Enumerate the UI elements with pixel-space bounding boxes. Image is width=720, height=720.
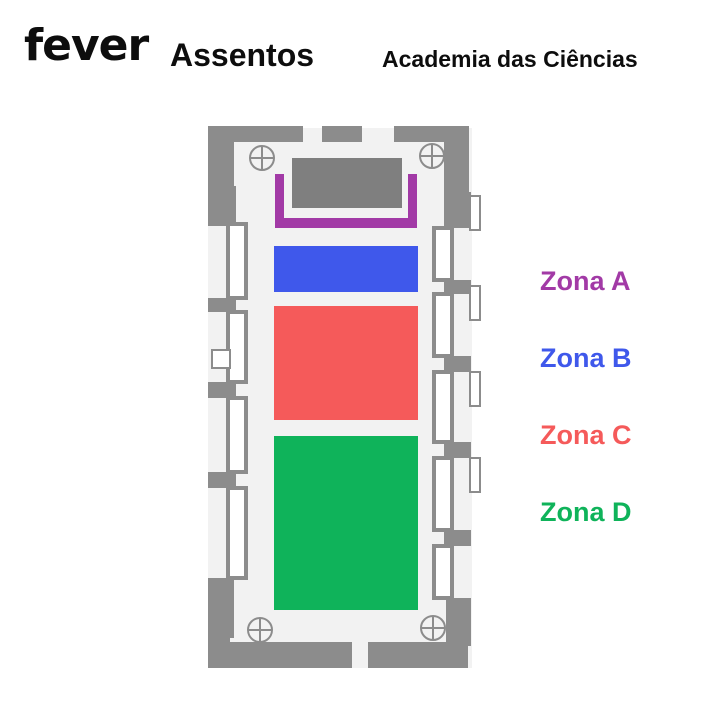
zone-b-area[interactable] xyxy=(274,246,418,292)
legend-zona-c[interactable]: Zona C xyxy=(540,420,632,450)
legend-zona-d[interactable]: Zona D xyxy=(540,497,632,527)
floor-plan xyxy=(208,126,481,668)
zone-d-area[interactable] xyxy=(274,436,418,610)
legend-zona-b[interactable]: Zona B xyxy=(540,343,632,373)
fever-logo[interactable]: fever xyxy=(24,20,149,71)
plan-walls xyxy=(208,126,471,668)
zone-a-area[interactable] xyxy=(275,174,417,228)
plan-windows xyxy=(211,195,481,600)
zone-c-area[interactable] xyxy=(274,306,418,420)
header: fever Assentos Academia das Ciências xyxy=(0,0,720,90)
stairs-icons xyxy=(247,143,446,643)
venue-name: Academia das Ciências xyxy=(382,46,638,72)
page-title: Assentos xyxy=(170,37,315,73)
zone-legend: Zona A Zona B Zona C Zona D xyxy=(540,262,710,570)
legend-zona-a[interactable]: Zona A xyxy=(540,266,631,296)
stage xyxy=(292,158,402,208)
